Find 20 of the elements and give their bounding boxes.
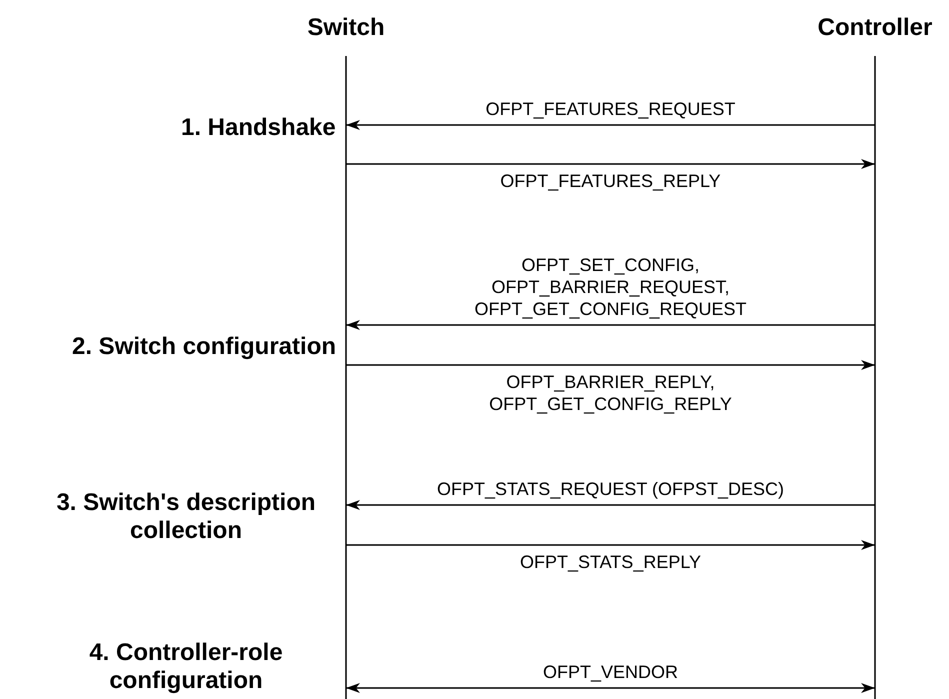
participant-label: Switch xyxy=(307,14,385,42)
message-arrow xyxy=(346,159,875,169)
message-label: OFPT_STATS_REPLY xyxy=(518,551,702,573)
participant-label: Controller xyxy=(818,14,932,42)
message-arrow xyxy=(346,500,875,510)
message-label: OFPT_FEATURES_REPLY xyxy=(499,170,722,192)
message-arrow xyxy=(346,540,875,550)
phase-label: 1. Handshake xyxy=(181,114,336,142)
message-arrow xyxy=(346,120,875,130)
phase-label: 2. Switch configuration xyxy=(72,333,336,361)
message-label: OFPT_STATS_REQUEST (OFPST_DESC) xyxy=(436,478,786,500)
phase-label: 3. Switch's description collection xyxy=(55,489,317,545)
message-label: OFPT_FEATURES_REQUEST xyxy=(484,98,736,120)
message-label: OFPT_BARRIER_REPLY, OFPT_GET_CONFIG_REPLY xyxy=(488,371,733,415)
message-arrow xyxy=(346,320,875,330)
phase-label: 4. Controller-role configuration xyxy=(88,639,284,695)
message-arrow xyxy=(346,683,875,693)
message-label: OFPT_SET_CONFIG, OFPT_BARRIER_REQUEST, OFPT_GET_CONFIG_REQUEST xyxy=(473,254,748,320)
message-arrow xyxy=(346,360,875,370)
message-label: OFPT_VENDOR xyxy=(542,661,680,683)
